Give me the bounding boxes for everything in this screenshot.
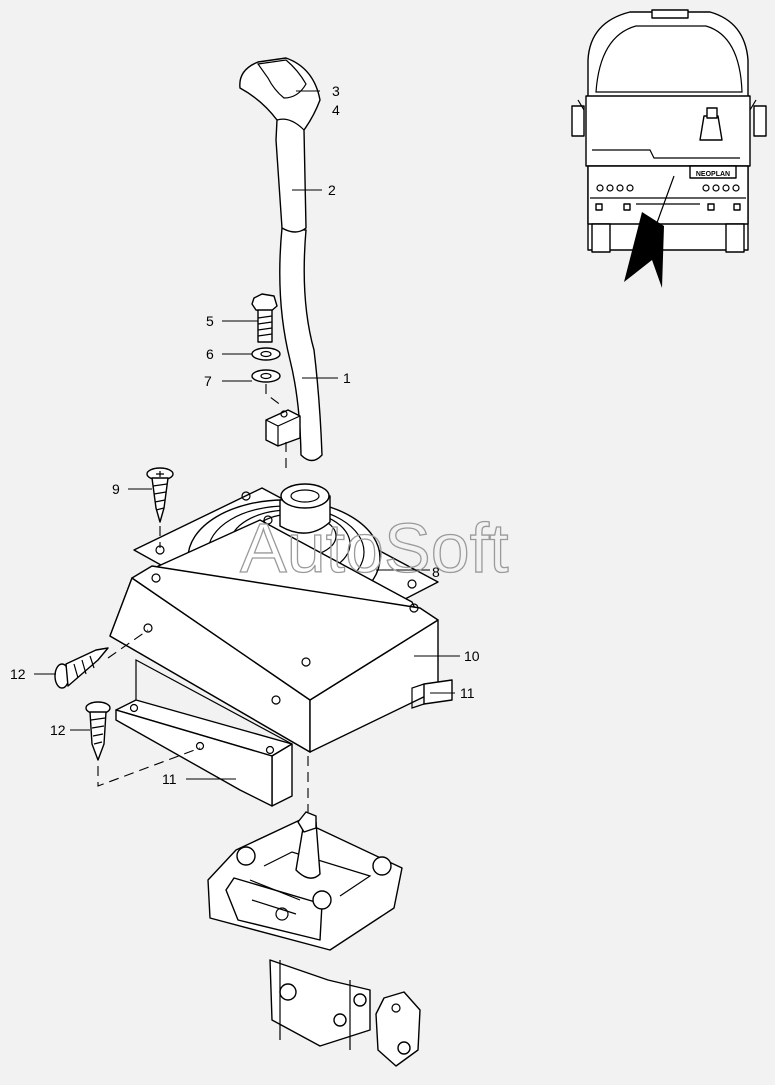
callout-2: 2 [328,182,336,198]
bus-badge-text: NEOPLAN [696,171,730,178]
callout-8: 8 [432,564,440,580]
wood-screw-12a [54,647,109,689]
assembly-centerlines [97,384,309,812]
wood-screw-12b [85,701,111,761]
callout-10: 10 [464,648,480,664]
callout-7: 7 [204,373,212,389]
callout-3: 3 [332,83,340,99]
callout-11-left: 11 [162,771,177,787]
callout-12-lower: 12 [50,722,66,738]
wood-screw-9 [146,467,174,523]
shift-mechanism [207,811,421,1067]
callout-12-upper: 12 [10,666,26,682]
bus-front-view: NEOPLAN [571,9,767,288]
mounting-bracket [115,658,293,807]
washer-flat [251,369,281,383]
callout-4: 4 [332,102,340,118]
bolt [251,293,278,343]
callout-numbers: 3 4 2 5 6 7 1 9 8 10 11 12 12 11 [10,83,480,787]
washer-spring [251,347,281,361]
leader-lines [34,90,460,780]
callout-6: 6 [206,346,214,362]
callout-9: 9 [112,481,120,497]
location-arrow [624,212,664,288]
lever-clamp [265,409,301,447]
callout-1: 1 [343,370,351,386]
console-housing [109,515,453,753]
callout-11-right: 11 [460,685,475,701]
callout-5: 5 [206,313,214,329]
watermark: AutoSoft [240,509,509,587]
gear-lever [239,57,323,462]
